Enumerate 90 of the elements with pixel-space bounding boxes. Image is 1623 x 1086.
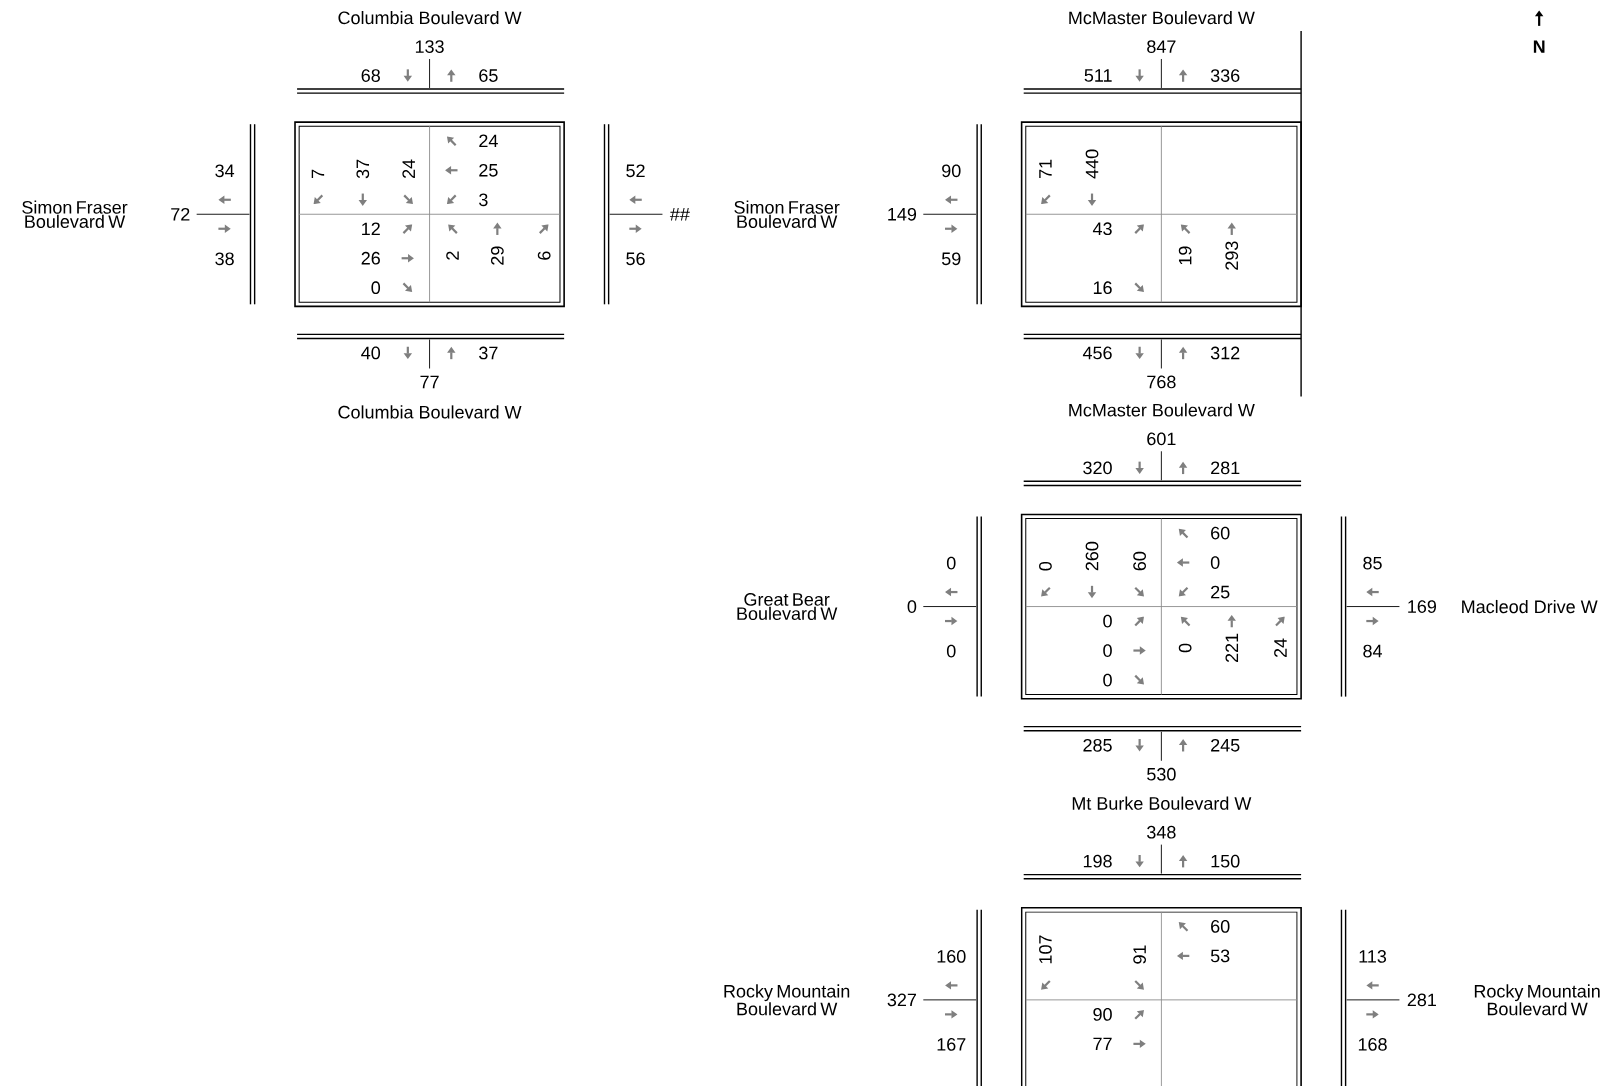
street-name: Macleod Drive W xyxy=(1462,599,1598,614)
traffic-count: 0 xyxy=(1039,561,1052,571)
traffic-count: 65 xyxy=(479,69,498,82)
traffic-count: 511 xyxy=(1084,69,1112,82)
traffic-count: 40 xyxy=(361,346,381,360)
traffic-count: 24 xyxy=(402,159,415,178)
traffic-count: 16 xyxy=(1093,281,1112,295)
traffic-count: 149 xyxy=(888,207,917,221)
traffic-count: 0 xyxy=(1103,644,1112,657)
traffic-count: 72 xyxy=(171,207,190,221)
traffic-count: 25 xyxy=(1211,585,1230,599)
traffic-count: 7 xyxy=(311,169,325,178)
street-name: Rocky Mountain Boulevard W xyxy=(724,984,850,1016)
traffic-count: 59 xyxy=(941,252,961,266)
traffic-count: 38 xyxy=(215,252,234,266)
traffic-count: 348 xyxy=(1147,825,1176,839)
traffic-count: 167 xyxy=(937,1038,966,1051)
traffic-count: 847 xyxy=(1147,40,1176,53)
street-name: Simon Fraser Boulevard W xyxy=(22,200,128,228)
traffic-count: 168 xyxy=(1358,1038,1387,1051)
street-name: Rocky Mountain Boulevard W xyxy=(1474,984,1600,1016)
traffic-count: 0 xyxy=(1103,673,1112,687)
street-name: McMaster Boulevard W xyxy=(1069,11,1255,25)
street-name: Columbia Boulevard W xyxy=(338,405,522,419)
traffic-count: 91 xyxy=(1133,945,1146,964)
traffic-count: 285 xyxy=(1083,738,1112,752)
traffic-count: 113 xyxy=(1359,950,1387,963)
traffic-count: 198 xyxy=(1083,854,1112,868)
traffic-count: 169 xyxy=(1408,600,1436,613)
street-name: Simon Fraser Boulevard W xyxy=(734,200,840,228)
traffic-count: 60 xyxy=(1133,551,1146,571)
traffic-count: 43 xyxy=(1092,222,1112,236)
traffic-count: 293 xyxy=(1225,241,1239,270)
traffic-count: 53 xyxy=(1210,949,1230,963)
traffic-count: 71 xyxy=(1039,159,1052,178)
traffic-count: 320 xyxy=(1083,461,1112,475)
traffic-count: 77 xyxy=(1093,1037,1112,1051)
traffic-count: 312 xyxy=(1210,346,1240,360)
traffic-count: 0 xyxy=(1103,614,1112,628)
traffic-count: ## xyxy=(669,208,690,221)
traffic-count: 150 xyxy=(1211,854,1240,868)
traffic-count: 3 xyxy=(479,193,488,207)
traffic-count: 768 xyxy=(1147,375,1176,389)
traffic-count: 0 xyxy=(371,281,381,295)
traffic-count: 60 xyxy=(1211,920,1230,933)
traffic-count: 68 xyxy=(361,69,380,82)
traffic-count: 90 xyxy=(942,164,961,178)
traffic-count: 327 xyxy=(887,993,916,1007)
traffic-count: 37 xyxy=(479,346,498,360)
traffic-count: 60 xyxy=(1211,526,1230,540)
traffic-count: 107 xyxy=(1039,935,1052,964)
traffic-count: 25 xyxy=(479,163,498,177)
traffic-count: 85 xyxy=(1363,556,1382,570)
traffic-count: 456 xyxy=(1082,346,1112,360)
traffic-count: 52 xyxy=(626,164,645,178)
traffic-count: 221 xyxy=(1225,633,1239,663)
traffic-count: 281 xyxy=(1211,461,1240,475)
street-name: Columbia Boulevard W xyxy=(338,11,522,25)
traffic-count: 56 xyxy=(626,252,645,266)
traffic-count: 12 xyxy=(362,222,380,236)
traffic-count: 37 xyxy=(356,159,370,179)
traffic-count: 6 xyxy=(537,251,551,260)
street-name: Mt Burke Boulevard W xyxy=(1072,796,1252,810)
traffic-count: 245 xyxy=(1211,738,1240,752)
traffic-count: 530 xyxy=(1147,767,1176,781)
traffic-count: 281 xyxy=(1407,993,1436,1007)
traffic-count: 24 xyxy=(1274,638,1287,658)
traffic-count: 0 xyxy=(1210,556,1220,569)
traffic-count: 0 xyxy=(1178,643,1192,653)
north-label: N xyxy=(1533,40,1545,53)
traffic-count: 160 xyxy=(937,950,966,963)
traffic-count: 440 xyxy=(1085,149,1099,179)
traffic-count: 336 xyxy=(1210,69,1240,82)
traffic-count: 29 xyxy=(490,246,504,265)
traffic-count: 34 xyxy=(215,164,235,178)
street-name: McMaster Boulevard W xyxy=(1069,403,1255,417)
traffic-count: 601 xyxy=(1147,432,1176,446)
traffic-count: 84 xyxy=(1363,644,1382,658)
traffic-count: 133 xyxy=(415,40,444,53)
traffic-count: 2 xyxy=(446,251,459,260)
traffic-count: 0 xyxy=(946,644,956,658)
traffic-count: 26 xyxy=(361,251,380,265)
traffic-count: 0 xyxy=(907,600,917,613)
traffic-count: 24 xyxy=(479,134,498,148)
traffic-count: 0 xyxy=(946,556,956,570)
traffic-count: 19 xyxy=(1178,246,1192,265)
street-name: Great Bear Boulevard W xyxy=(737,593,838,621)
traffic-count: 77 xyxy=(420,375,439,389)
traffic-count: 260 xyxy=(1085,541,1099,571)
traffic-count: 90 xyxy=(1093,1008,1112,1021)
